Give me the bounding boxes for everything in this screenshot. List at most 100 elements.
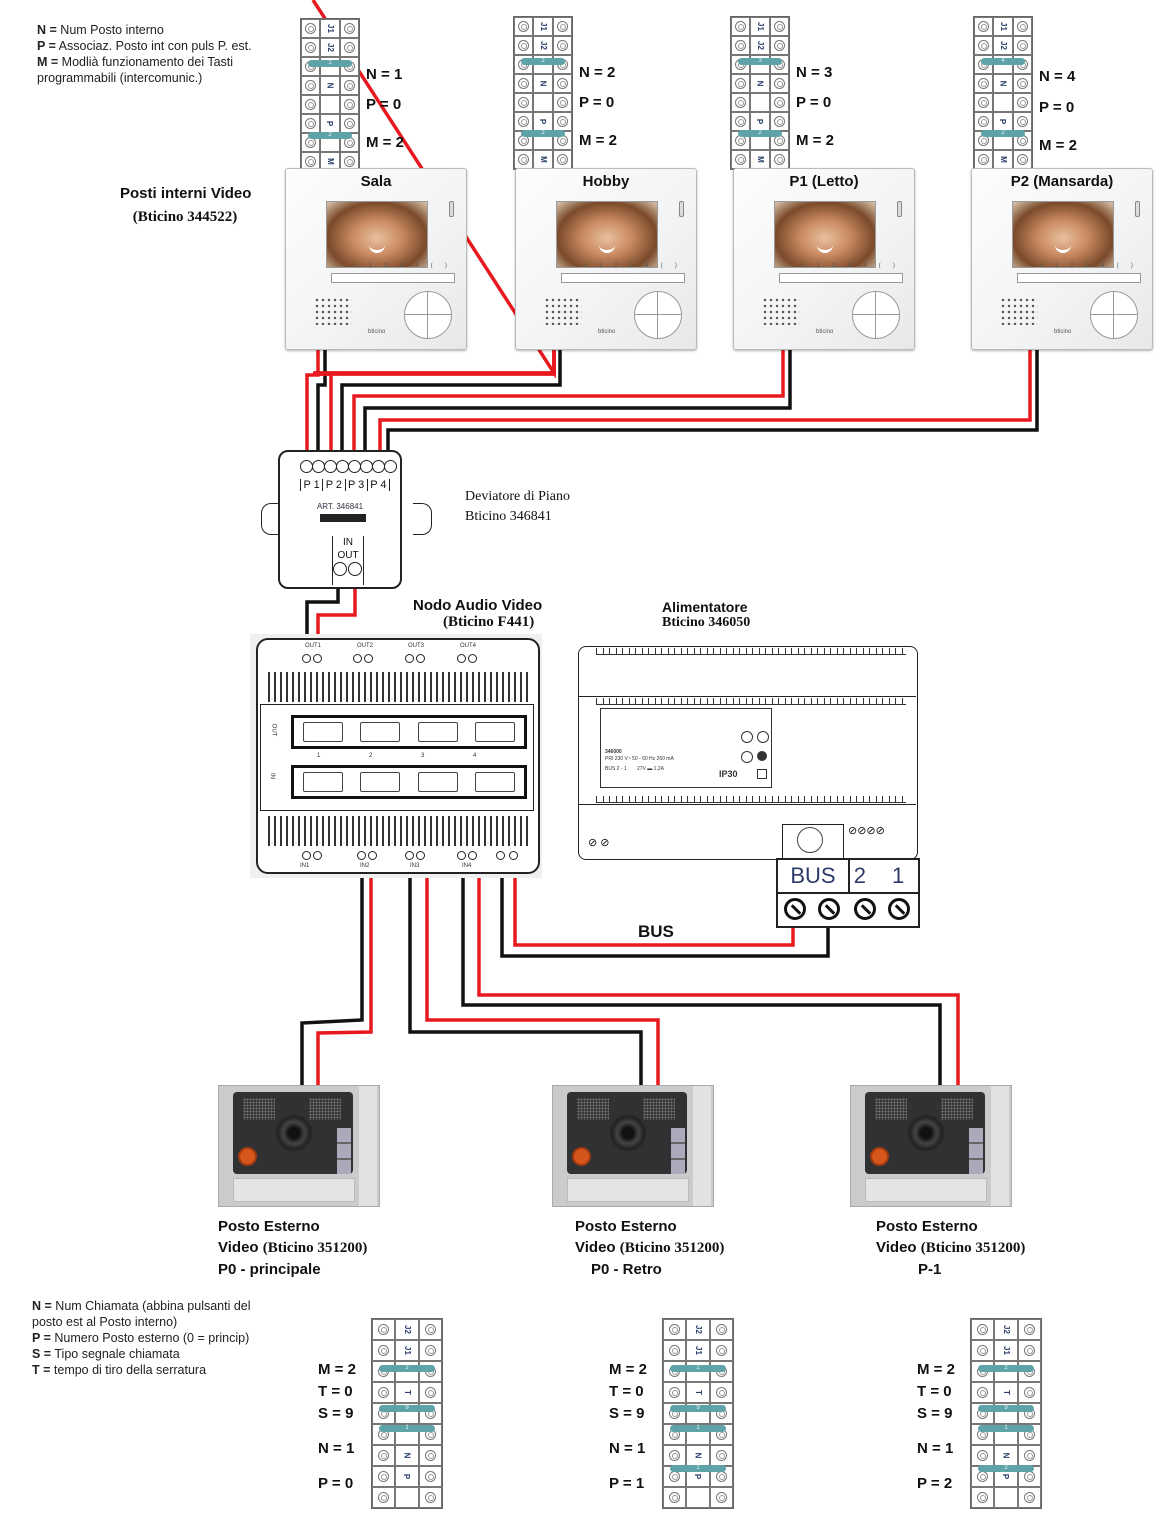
side-keys[interactable] (671, 1128, 685, 1174)
jumper-p[interactable]: 1 (670, 1465, 726, 1472)
screw-icon (773, 97, 785, 108)
programmable-keys-bar[interactable] (1017, 273, 1141, 283)
dip-cell (709, 1445, 733, 1466)
side-keys[interactable] (969, 1128, 983, 1174)
dip-cell: N (750, 74, 770, 93)
screw-icon (518, 78, 530, 89)
programmable-keys-bar[interactable] (779, 273, 903, 283)
jumper-p[interactable]: 2 (978, 1465, 1034, 1472)
call-button[interactable] (572, 1147, 591, 1166)
control-keypad[interactable] (852, 291, 900, 339)
control-keypad[interactable] (1090, 291, 1138, 339)
jumper-s[interactable]: 9 (978, 1405, 1034, 1412)
programmable-keys-bar[interactable] (331, 273, 455, 283)
dip-cell (731, 93, 751, 112)
dip-cell (372, 1382, 396, 1403)
wire-hobby-red-final (313, 372, 333, 462)
rj-port-out-2[interactable] (360, 722, 401, 742)
dip-cell (552, 150, 572, 169)
jumper-n[interactable]: 1 (978, 1425, 1034, 1432)
rj-port-in-3[interactable] (417, 772, 458, 792)
dip-cell: J1 (395, 1340, 419, 1361)
certification-icon (741, 731, 753, 743)
jumper-n[interactable]: 3 (738, 58, 782, 65)
dip-marking: N (538, 80, 548, 87)
jumper-n[interactable]: 4 (981, 58, 1025, 65)
dip-marking: J1 (998, 22, 1008, 31)
dip-marking: J2 (693, 1325, 703, 1334)
wire-hobby-red-path (313, 350, 556, 376)
dip-setting-n: N = 1 (318, 1440, 355, 1457)
face-image (1055, 244, 1071, 253)
screw-icon (1023, 1387, 1035, 1398)
call-button[interactable] (238, 1147, 257, 1166)
dip-cell (1012, 93, 1032, 112)
caption-line1: Posto Esterno (218, 1218, 320, 1235)
dip-cell (750, 93, 770, 112)
legend-line: S = Tipo segnale chiamata (32, 1347, 180, 1361)
dip-cell: J2 (993, 36, 1013, 55)
jumper-m[interactable]: 2 (738, 130, 782, 137)
dip-cell (974, 93, 994, 112)
screw-icon (715, 1471, 727, 1482)
screw-icon (378, 1345, 390, 1356)
programmable-keys-bar[interactable] (561, 273, 685, 283)
jumper-m[interactable]: 2 (981, 130, 1025, 137)
rj-port-in-2[interactable] (360, 772, 401, 792)
dip-cell (395, 1424, 419, 1445)
rj-port-out-1[interactable] (302, 722, 343, 742)
caption-line2: Video (Bticino 351200) (218, 1239, 368, 1256)
key-label: ( (430, 263, 433, 269)
port-number: 4 (473, 753, 477, 759)
key-label: ) (674, 263, 677, 269)
jumper-n[interactable]: 2 (521, 58, 565, 65)
key-label: ) (1130, 263, 1133, 269)
screw-icon (735, 116, 747, 127)
control-keypad[interactable] (404, 291, 452, 339)
screw-icon (669, 1450, 681, 1461)
side-keys[interactable] (337, 1128, 351, 1174)
call-button[interactable] (870, 1147, 889, 1166)
jumper-m[interactable]: 2 (670, 1365, 726, 1372)
screw-icon (669, 1345, 681, 1356)
name-plate (567, 1178, 689, 1202)
jumper-m[interactable]: 2 (379, 1365, 435, 1372)
dip-marking: J2 (1001, 1325, 1011, 1334)
dip-cell (663, 1319, 687, 1340)
jumper-n[interactable]: 1 (308, 60, 352, 67)
port-label: P 4 (366, 479, 390, 491)
jumper-s[interactable]: 9 (670, 1405, 726, 1412)
screw-icon (1023, 1345, 1035, 1356)
rj-port-out-4[interactable] (475, 722, 516, 742)
jumper-s[interactable]: 9 (379, 1405, 435, 1412)
dip-marking: N (755, 80, 765, 87)
rj-port-out-3[interactable] (417, 722, 458, 742)
control-keypad[interactable] (634, 291, 682, 339)
jumper-n[interactable]: 1 (670, 1425, 726, 1432)
dip-cell (1017, 1487, 1041, 1508)
dip-cell: T (395, 1382, 419, 1403)
monitor-screen (326, 201, 428, 268)
dip-cell (301, 95, 321, 114)
dip-cell (731, 150, 751, 169)
jumper-m[interactable]: 2 (978, 1365, 1034, 1372)
terminal-label-out1: OUT1 (305, 643, 322, 649)
dip-cell: J2 (320, 38, 340, 57)
rj-port-in-1[interactable] (302, 772, 343, 792)
dip-cell (372, 1487, 396, 1508)
key-label: ( (1116, 263, 1119, 269)
jumper-n[interactable]: 1 (379, 1425, 435, 1432)
screw-icon (978, 116, 990, 127)
panel-side-frame (359, 1086, 377, 1206)
jumper-m[interactable]: 2 (308, 132, 352, 139)
key-label: − (785, 263, 789, 269)
screw-icon (556, 97, 568, 108)
screw-icon (735, 40, 747, 51)
dip-cell: J1 (686, 1340, 710, 1361)
dip-cell: N (395, 1445, 419, 1466)
protection-icon (757, 751, 767, 761)
rj-port-in-4[interactable] (475, 772, 516, 792)
jumper-m[interactable]: 2 (521, 130, 565, 137)
